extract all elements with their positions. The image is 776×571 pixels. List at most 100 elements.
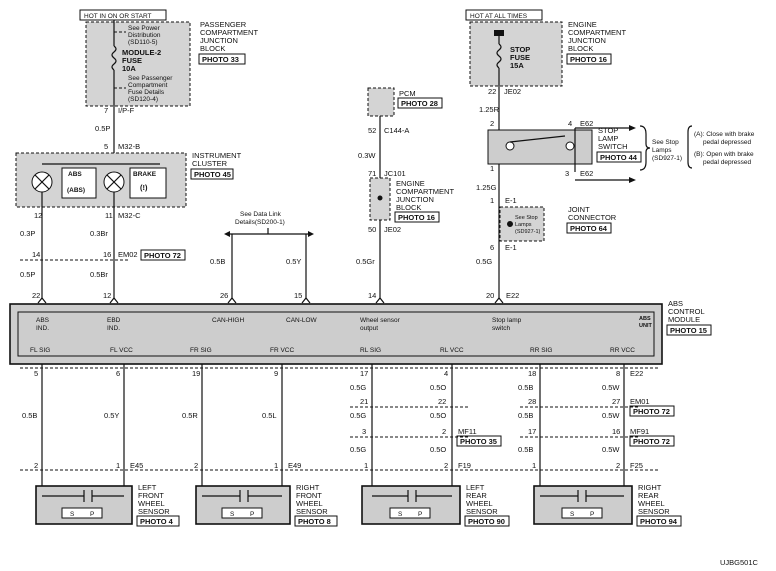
jc-see-stop-3: (SD927-1) <box>515 229 541 235</box>
ejb-mid-name-4: BLOCK <box>396 203 421 212</box>
pin-rr-17: 17 <box>528 427 536 436</box>
switch-pin1: 1 <box>490 164 494 173</box>
pin-16-left: 16 <box>103 250 111 259</box>
cluster-pin: 5 <box>104 142 108 151</box>
hot-all-times-label: HOT AT ALL TIMES <box>470 13 528 20</box>
pin-rr-16: 16 <box>612 427 620 436</box>
rr-name-2: REAR <box>638 491 659 500</box>
bottom-fr-sig: FR SIG <box>190 347 212 354</box>
fr-p: P <box>250 511 254 518</box>
legend-a-2: pedal depressed <box>703 139 751 146</box>
rr-name-3: WHEEL <box>638 499 665 508</box>
fl-p: P <box>90 511 94 518</box>
pass-jb-fuse-1: MODULE-2 <box>122 48 161 57</box>
top-stop-lamp-2: switch <box>492 325 510 332</box>
rl-s: S <box>398 511 403 518</box>
pcm-box <box>367 87 395 117</box>
rl-name-3: WHEEL <box>466 499 493 508</box>
ejb-mid-name-3: JUNCTION <box>396 195 434 204</box>
wire-fr-sig: 0.5R <box>182 411 198 420</box>
fr-s: S <box>230 511 235 518</box>
wire-125g: 1.25G <box>476 183 497 192</box>
pass-jb-see-power-1: See Power <box>128 25 161 32</box>
ejb-name-2: COMPARTMENT <box>568 28 626 37</box>
jc-pin6: 6 <box>490 243 494 252</box>
battery-icon <box>494 30 504 36</box>
pass-jb-name-2: COMPARTMENT <box>200 28 258 37</box>
hot-run-start-box <box>79 9 167 21</box>
em02-photo: PHOTO 72 <box>144 251 181 260</box>
fr-photo: PHOTO 8 <box>298 517 331 526</box>
wire-rl-1: 0.5G <box>350 383 366 392</box>
switch-pin3: 3 <box>565 169 569 178</box>
fl-name-4: SENSOR <box>138 507 170 516</box>
wire-rl-3: 0.5G <box>350 445 366 454</box>
pass-jb-fuse-3: 10A <box>122 64 136 73</box>
bottom-rr-sig: RR SIG <box>530 347 552 354</box>
abs-label: ABS <box>68 171 82 178</box>
ejb-mid-photo: PHOTO 16 <box>398 213 435 222</box>
wire-03p: 0.3P <box>20 229 35 238</box>
ejb-photo: PHOTO 16 <box>570 55 607 64</box>
wire-05g-stop: 0.5G <box>476 257 492 266</box>
bottom-fl-sig: FL SIG <box>30 347 50 354</box>
wire-05gr: 0.5Gr <box>356 257 375 266</box>
jc-name-2: CONNECTOR <box>568 213 617 222</box>
pin-12-module: 12 <box>103 291 111 300</box>
pin-26: 26 <box>220 291 228 300</box>
mf11-label: MF11 <box>458 427 477 436</box>
switch-b-icon <box>565 141 575 151</box>
wire-05br: 0.5Br <box>90 270 108 279</box>
pass-jb-see-fuse-3: Fuse Details <box>128 89 165 96</box>
fr-e49: E49 <box>288 461 301 470</box>
pin-fr-vcc: 9 <box>274 369 278 378</box>
module-unit-2: UNIT <box>639 323 652 329</box>
pass-jb-connector: I/P-F <box>118 106 135 115</box>
switch-name-1: STOP <box>598 126 618 135</box>
wire-rr-6: 0.5W <box>602 445 620 454</box>
pin-rl-sig: 17 <box>360 369 368 378</box>
fl-pin-2: 2 <box>34 461 38 470</box>
pass-jb-name-4: BLOCK <box>200 44 225 53</box>
stop-fuse-2: FUSE <box>510 53 530 62</box>
pass-jb-fuse-2: FUSE <box>122 56 142 65</box>
fl-pin-1: 1 <box>116 461 120 470</box>
right-rear-wheel-sensor: S P <box>533 485 633 525</box>
fr-pin-2: 2 <box>194 461 198 470</box>
pin-rr-vcc: 8 <box>616 369 620 378</box>
pin-fl-vcc: 6 <box>116 369 120 378</box>
pcm-photo: PHOTO 28 <box>401 99 438 108</box>
wire-rr-2: 0.5B <box>518 411 533 420</box>
pin-rl-2: 2 <box>442 427 446 436</box>
fr-name-4: SENSOR <box>296 507 328 516</box>
see-lamps-1: See Stop <box>652 139 679 146</box>
rl-name-1: LEFT <box>466 483 485 492</box>
hot-run-start-label: HOT IN ON OR START <box>84 13 152 20</box>
abs-control-module <box>10 304 662 364</box>
pin-rr-27: 27 <box>612 397 620 406</box>
data-link-note-2: Details(SD200-1) <box>235 219 285 226</box>
wire-125r: 1.25R <box>479 105 500 114</box>
pcm-pin52: 52 <box>368 126 376 135</box>
jc101-label: JC101 <box>384 169 406 178</box>
engine-junction-block <box>469 21 563 87</box>
module-name-3: MODULE <box>668 315 700 324</box>
stop-fuse-1: STOP <box>510 45 530 54</box>
bottom-rl-vcc: RL VCC <box>440 347 464 354</box>
rl-name-4: SENSOR <box>466 507 498 516</box>
switch-a-icon <box>505 141 515 151</box>
wire-rr-3: 0.5B <box>518 445 533 454</box>
passenger-junction-block <box>85 21 191 107</box>
switch-e62-top: E62 <box>580 119 593 128</box>
switch-e62-bottom: E62 <box>580 169 593 178</box>
rr-pin-2: 2 <box>616 461 620 470</box>
module-name-1: ABS <box>668 299 683 308</box>
cluster-pin-abs: 12 <box>34 211 42 220</box>
wire-fr-vcc: 0.5L <box>262 411 277 420</box>
data-link-note-1: See Data Link <box>240 211 282 218</box>
wire-05y-can: 0.5Y <box>286 257 301 266</box>
pin-rr-28: 28 <box>528 397 536 406</box>
fr-name-3: WHEEL <box>296 499 323 508</box>
module-photo: PHOTO 15 <box>670 326 707 335</box>
